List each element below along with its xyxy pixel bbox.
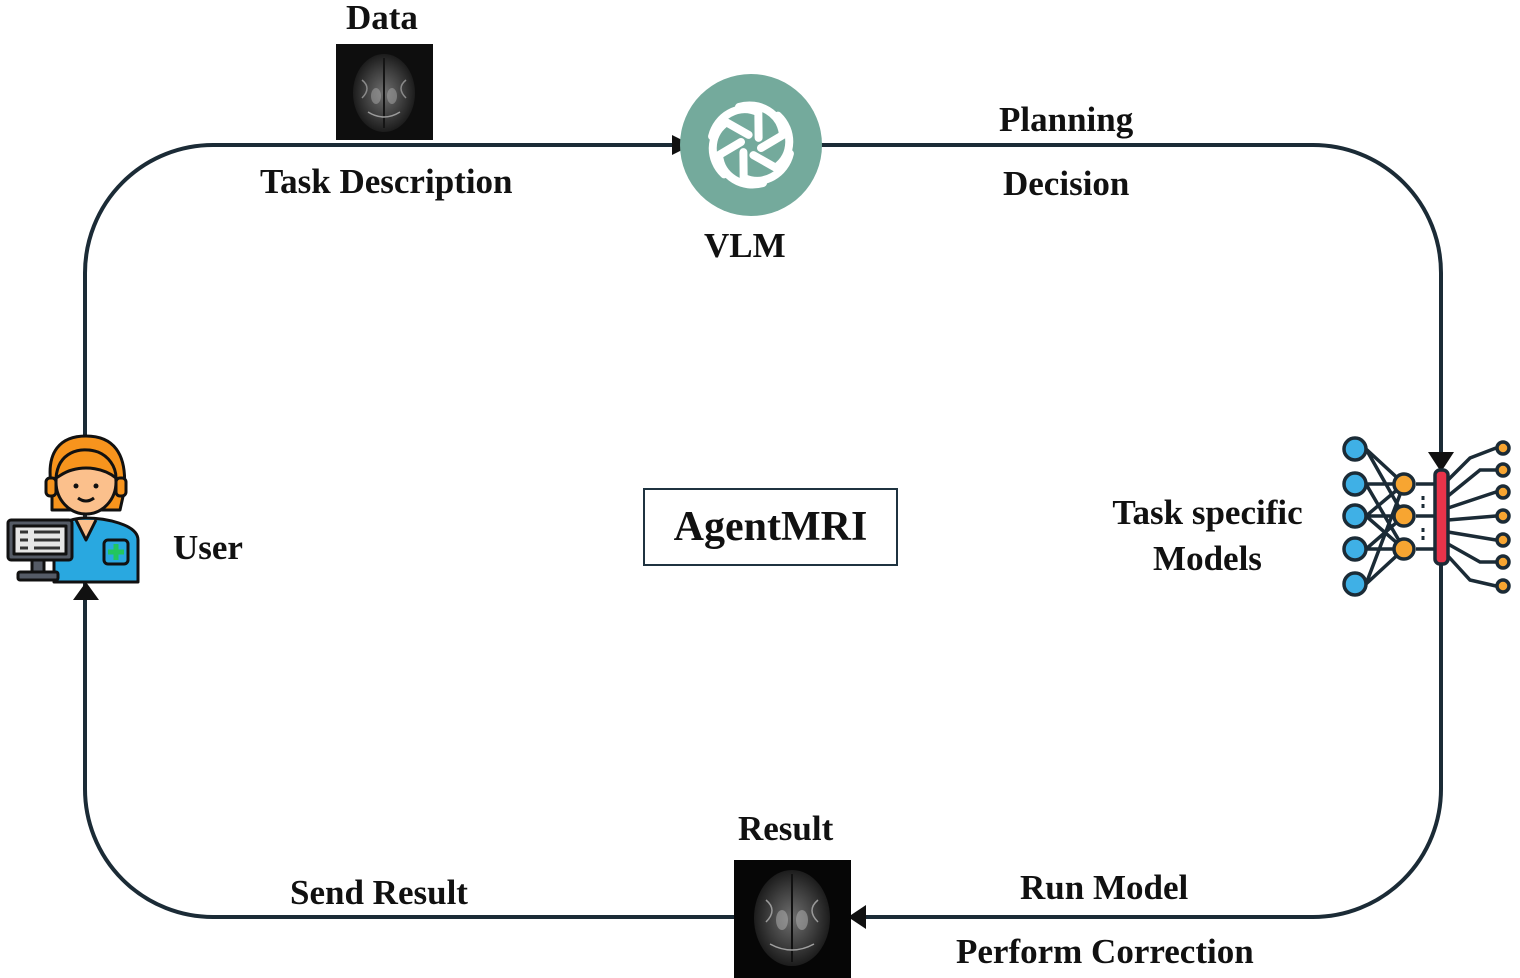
- decision-label: Decision: [1003, 164, 1130, 203]
- arrow-to-result: [848, 905, 866, 929]
- arrow-to-user: [73, 582, 99, 600]
- vlm-label: VLM: [704, 226, 786, 265]
- data-mri-image: [336, 44, 433, 140]
- task-specific-line1: Task specific: [1112, 493, 1303, 532]
- task-specific-models-label: Task specific Models: [1100, 490, 1315, 581]
- planning-label: Planning: [999, 100, 1134, 139]
- run-model-label: Run Model: [1020, 868, 1189, 907]
- result-label: Result: [738, 809, 834, 848]
- user-label: User: [173, 528, 243, 567]
- perform-correction-label: Perform Correction: [956, 932, 1254, 971]
- openai-logo-icon: [680, 74, 822, 216]
- result-mri-image: [734, 860, 851, 978]
- agentmri-title-box: AgentMRI: [643, 488, 898, 566]
- task-specific-line2: Models: [1153, 538, 1262, 578]
- task-description-label: Task Description: [260, 162, 513, 201]
- neural-network-icon: [1342, 436, 1511, 597]
- doctor-at-computer-icon: [6, 434, 140, 584]
- agentmri-title: AgentMRI: [673, 504, 868, 550]
- arrow-to-models: [1428, 452, 1454, 472]
- data-label: Data: [346, 0, 418, 37]
- send-result-label: Send Result: [290, 873, 468, 912]
